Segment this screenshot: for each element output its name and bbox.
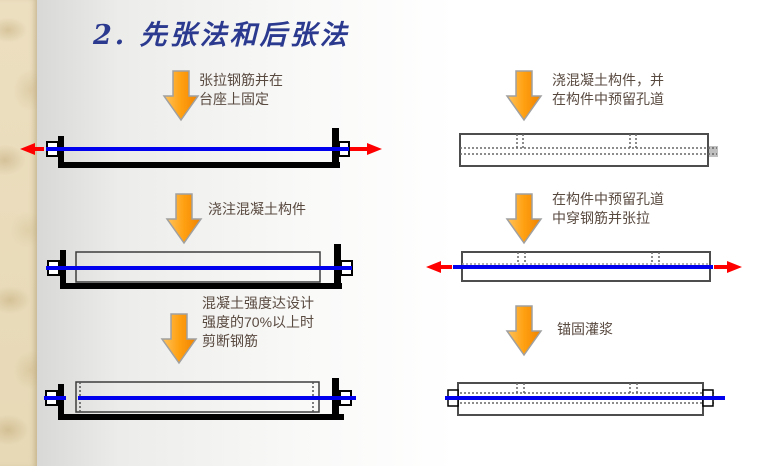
down-arrow-icon	[162, 70, 200, 122]
posttension-diagram-anchored-grouted	[445, 382, 725, 416]
tension-arrow-right-icon	[714, 261, 742, 273]
down-arrow-icon	[165, 193, 203, 245]
tension-arrow-left-icon	[426, 261, 452, 273]
posttension-diagram-tension-tendon	[426, 251, 742, 282]
concrete-member-outline	[459, 133, 709, 167]
pretension-diagram-tension-bed	[20, 128, 382, 168]
posttension-diagram-member-with-duct	[459, 133, 718, 167]
down-arrow-icon	[505, 70, 543, 122]
left-texture-strip	[0, 0, 37, 466]
slide-title: 2. 先张法和后张法	[93, 20, 350, 51]
pretension-diagram-cast-member	[46, 244, 353, 289]
posttension-step2-label: 在构件中预留孔道 中穿钢筋并张拉	[552, 191, 664, 226]
posttension-step3-label: 锚固灌浆	[557, 321, 613, 337]
posttension-step1-label: 浇混凝土构件，并 在构件中预留孔道	[552, 72, 664, 107]
down-arrow-icon	[505, 193, 543, 245]
pretension-step2-label: 浇注混凝土构件	[208, 201, 306, 217]
pretension-diagram-cut-tendon	[44, 378, 356, 420]
pretension-step3-label: 混凝土强度达设计 强度的70%以上时 剪断钢筋	[202, 295, 315, 349]
tension-arrow-right-icon	[350, 143, 382, 155]
down-arrow-icon	[505, 305, 543, 357]
tension-arrow-left-icon	[20, 143, 44, 155]
down-arrow-icon	[160, 313, 198, 365]
pretension-step1-label: 张拉钢筋并在 台座上固定	[199, 72, 283, 107]
